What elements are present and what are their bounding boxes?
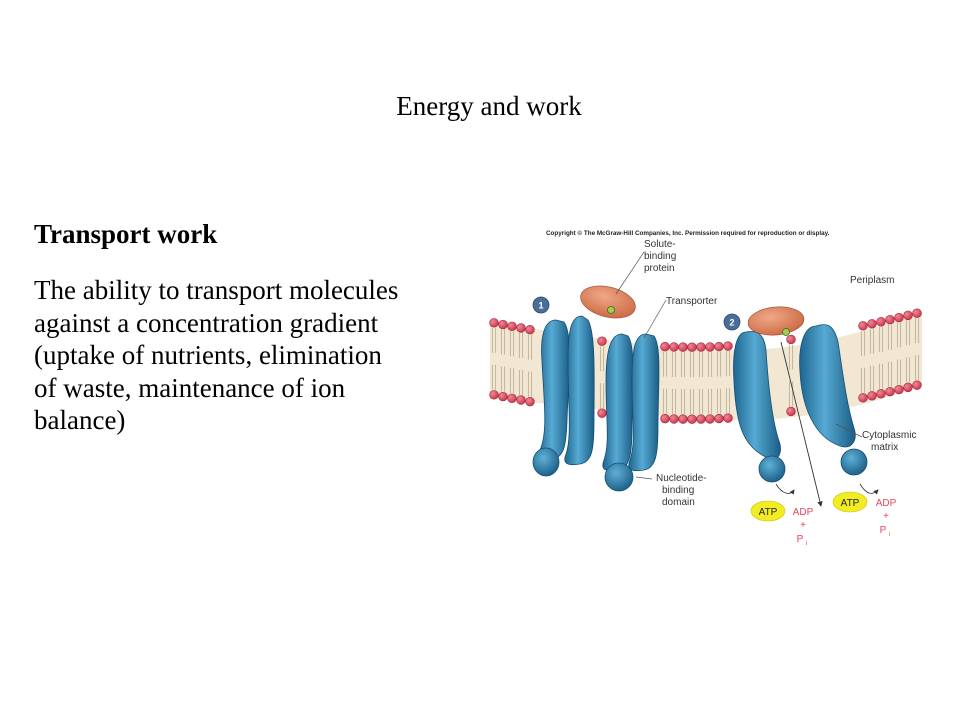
lipid-head [687, 342, 697, 352]
label-nucleotide-line2: binding [662, 485, 694, 496]
lipid-head [705, 414, 715, 424]
atp-label-2: ATP [841, 498, 860, 509]
lipid-head [660, 341, 670, 352]
body-line: balance) [34, 405, 126, 435]
solute-molecule-2 [782, 328, 790, 336]
lipid-head [489, 390, 499, 400]
label-nucleotide-line3: domain [662, 497, 695, 508]
lipid-head [489, 318, 499, 328]
label-solute-binding-line1: Solute- [644, 239, 676, 250]
solute-molecule-1 [607, 306, 615, 314]
lipid-head [912, 308, 922, 318]
lipid-head [516, 323, 526, 333]
lipid-head [858, 393, 868, 403]
lipid-head [678, 414, 688, 424]
lipid-head [669, 414, 679, 424]
lipid-head [597, 336, 607, 346]
lipid-head [660, 413, 670, 424]
transporter-2b [799, 324, 868, 476]
label-periplasm: Periplasm [850, 275, 894, 286]
transporter-2a [733, 331, 786, 483]
lipid-head [714, 341, 724, 352]
transport-arrow [780, 341, 823, 507]
body-line: against a concentration gradient [34, 307, 379, 338]
lipid-head [516, 395, 526, 405]
step-1-badge [532, 296, 550, 314]
lipid-tails [491, 318, 920, 415]
lipid-head [696, 342, 706, 352]
label-solute-binding-line2: binding [644, 251, 676, 262]
lipid-head [912, 380, 922, 390]
lipid-head [714, 413, 724, 424]
solute-binding-protein-1 [580, 285, 636, 319]
lipid-head [876, 317, 886, 327]
label-nucleotide-line1: Nucleotide- [656, 473, 707, 484]
figure-svg: Copyright © The McGraw-Hill Companies, I… [489, 229, 922, 547]
body-line: The ability to transport molecules [34, 275, 399, 305]
lipid-head [885, 386, 895, 397]
lipid-head [498, 391, 508, 402]
pi-sub-1: i [806, 540, 807, 547]
plus-label-2: + [883, 511, 889, 522]
lipid-head [525, 396, 535, 407]
adp-label-1: ADP [793, 507, 814, 518]
lipid-head [723, 341, 733, 351]
label-transporter: Transporter [666, 296, 718, 307]
lipid-head [867, 391, 877, 401]
label-solute-binding-line3: protein [644, 263, 675, 274]
body-paragraph: The ability to transport molecules again… [34, 274, 474, 437]
pi-label-1: P [797, 534, 804, 545]
step-2-label: 2 [729, 318, 734, 328]
lipid-head [723, 413, 733, 423]
lipid-head [786, 406, 796, 417]
lipid-head [507, 321, 517, 331]
leader-lines [615, 251, 863, 480]
pi-sub-2: i [889, 531, 890, 538]
lipid-head [885, 314, 895, 325]
lipid-heads [489, 308, 922, 424]
lipid-head [894, 312, 904, 323]
lipid-head [669, 342, 679, 352]
adp-label-2: ADP [876, 498, 897, 509]
lipid-head [507, 393, 517, 403]
pi-label-2: P [880, 525, 887, 536]
body-line: (uptake of nutrients, elimination [34, 340, 382, 370]
transporter-1 [532, 315, 595, 477]
step-2-badge [723, 313, 741, 331]
plus-label-1: + [800, 520, 806, 531]
solute-binding-protein-2 [747, 306, 805, 336]
atp-hydrolysis-arrow-1 [775, 483, 795, 495]
copyright-notice: Copyright © The McGraw-Hill Companies, I… [546, 229, 830, 237]
lipid-head [894, 384, 904, 395]
abc-transporter-figure: Copyright © The McGraw-Hill Companies, I… [476, 222, 936, 558]
lipid-head [786, 334, 796, 345]
lipid-head [525, 324, 535, 335]
lipid-head [858, 321, 868, 331]
transporter-1b [602, 333, 660, 492]
section-heading: Transport work [34, 219, 218, 249]
lipid-head [498, 319, 508, 330]
lipid-head [678, 342, 688, 352]
lipid-head [687, 414, 697, 424]
step-1-label: 1 [538, 301, 543, 311]
lipid-head [867, 319, 877, 329]
label-cytoplasmic-line2: matrix [871, 442, 898, 453]
lipid-head [597, 408, 607, 418]
atp-bubble-2 [832, 491, 868, 513]
body-line: of waste, maintenance of ion [34, 372, 346, 403]
lipid-head [876, 389, 886, 399]
atp-bubble-1 [750, 500, 786, 522]
slide-title: Energy and work [396, 91, 582, 121]
atp-label-1: ATP [759, 507, 778, 518]
atp-hydrolysis-arrow-2 [859, 483, 879, 495]
lipid-head [903, 310, 913, 321]
label-cytoplasmic-line1: Cytoplasmic [862, 430, 916, 441]
lipid-head [696, 414, 706, 424]
lipid-head [705, 342, 715, 352]
lipid-head [903, 382, 913, 393]
